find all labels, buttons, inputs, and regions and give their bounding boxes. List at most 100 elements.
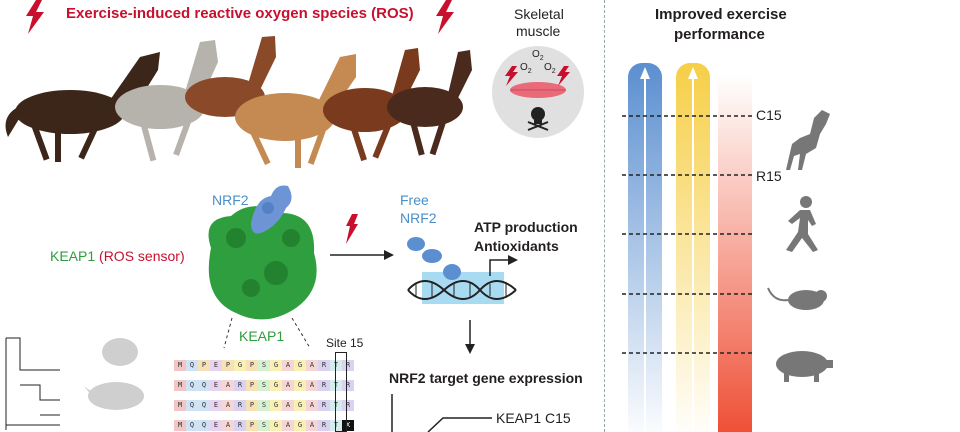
arrow-to-free-nrf2	[330, 214, 394, 260]
residue: M	[174, 400, 186, 411]
residue: M	[174, 360, 186, 371]
residue: G	[270, 360, 282, 371]
runner-silhouette-icon	[786, 196, 818, 252]
residue: Q	[186, 400, 198, 411]
residue: S	[258, 380, 270, 391]
residue: Q	[198, 400, 210, 411]
free-nrf2-label-1: Free	[400, 192, 429, 208]
right-title-1: Improved exercise	[655, 6, 787, 23]
residue: G	[294, 360, 306, 371]
residue: R	[318, 420, 330, 431]
target-expression-label: NRF2 target gene expression	[389, 370, 583, 386]
phylogenetic-tree	[5, 337, 144, 430]
residue: R	[318, 360, 330, 371]
panel-divider	[604, 0, 605, 432]
residue: R	[342, 380, 354, 391]
performance-gradient-bars	[622, 63, 752, 432]
residue: G	[294, 380, 306, 391]
lightning-icon	[26, 0, 44, 34]
keap1-protein-structure	[208, 185, 317, 320]
residue: M	[174, 380, 186, 391]
lightning-icon	[436, 0, 454, 34]
residue: R	[318, 380, 330, 391]
residue: S	[258, 420, 270, 431]
residue: R	[234, 400, 246, 411]
keap1-sensor-label: KEAP1 (ROS sensor)	[50, 248, 185, 264]
residue: P	[246, 380, 258, 391]
residue: R	[318, 400, 330, 411]
residue: R	[234, 420, 246, 431]
residue: G	[270, 400, 282, 411]
residue: A	[222, 400, 234, 411]
residue: A	[306, 420, 318, 431]
residue: A	[306, 400, 318, 411]
residue: Q	[186, 380, 198, 391]
o2-label-top: O2	[532, 49, 544, 62]
horse-silhouette-icon	[786, 110, 830, 170]
residue: R	[234, 380, 246, 391]
residue: A	[306, 380, 318, 391]
muscle-label-2: muscle	[516, 23, 561, 39]
residue: M	[174, 420, 186, 431]
c15-label: C15	[756, 107, 782, 123]
residue: A	[282, 360, 294, 371]
zoom-dashes	[223, 318, 311, 349]
muscle-label-1: Skeletal	[514, 6, 564, 22]
nrf2-label: NRF2	[212, 192, 249, 208]
residue: P	[246, 360, 258, 371]
antioxidants-label: Antioxidants	[474, 238, 559, 254]
residue: R	[342, 360, 354, 371]
residue: T	[330, 380, 342, 391]
residue: G	[270, 380, 282, 391]
keap1-label: KEAP1	[239, 328, 285, 344]
pig-silhouette-icon	[776, 351, 833, 382]
skeletal-muscle-diagram	[492, 46, 584, 138]
residue: Q	[198, 420, 210, 431]
residue: E	[210, 400, 222, 411]
expression-plot-lines	[391, 394, 492, 432]
residue: S	[258, 360, 270, 371]
residue: P	[246, 400, 258, 411]
residue: T	[330, 360, 342, 371]
keap1-c15-label: KEAP1 C15	[496, 410, 571, 426]
r15-label: R15	[756, 168, 782, 184]
ros-title: Exercise-induced reactive oxygen species…	[66, 5, 414, 22]
residue: G	[270, 420, 282, 431]
residue: P	[246, 420, 258, 431]
residue: A	[282, 420, 294, 431]
residue: G	[294, 420, 306, 431]
residue: A	[222, 420, 234, 431]
residue: X	[342, 420, 354, 431]
residue: G	[234, 360, 246, 371]
atp-label: ATP production	[474, 219, 578, 235]
nrf2-dna-binding-diagram	[407, 237, 518, 304]
residue: G	[294, 400, 306, 411]
residue: P	[198, 360, 210, 371]
residue: S	[258, 400, 270, 411]
residue: R	[342, 400, 354, 411]
residue: E	[210, 360, 222, 371]
o2-label-left: O2	[520, 62, 532, 75]
residue: A	[306, 360, 318, 371]
mouse-silhouette-icon	[767, 287, 827, 310]
running-horses-image	[5, 36, 472, 168]
skull-icon	[527, 107, 549, 131]
residue: Q	[198, 380, 210, 391]
free-nrf2-label-2: NRF2	[400, 210, 437, 226]
down-arrow-icon	[465, 320, 475, 354]
o2-label-right: O2	[544, 62, 556, 75]
residue: E	[210, 420, 222, 431]
residue: Q	[186, 360, 198, 371]
residue: P	[222, 360, 234, 371]
residue: E	[210, 380, 222, 391]
site15-label: Site 15	[326, 336, 364, 350]
residue: T	[330, 420, 342, 431]
residue: Q	[186, 420, 198, 431]
residue: A	[282, 400, 294, 411]
residue: A	[282, 380, 294, 391]
right-title-2: performance	[674, 26, 765, 43]
